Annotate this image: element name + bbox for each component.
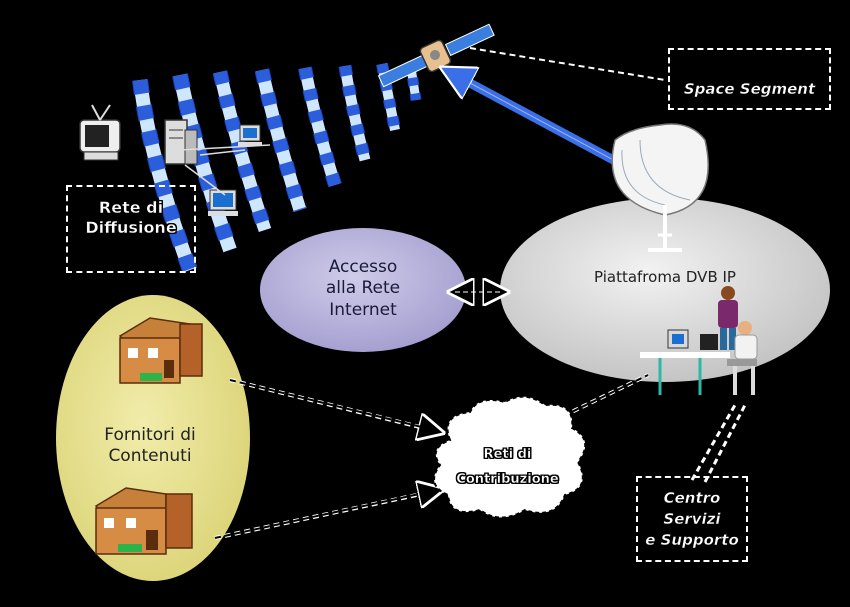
- space-segment-connector: [469, 47, 666, 81]
- diffusione-network-lines: [179, 144, 271, 196]
- fornitori-label: Fornitori di Contenuti: [104, 425, 196, 467]
- satellite-dish-icon: [611, 123, 709, 252]
- space-segment-label: Space Segment: [683, 80, 816, 98]
- workstation-icon: [640, 329, 730, 395]
- accesso-ellipse: [260, 228, 466, 352]
- centro-link-1: [690, 404, 737, 481]
- computer-icon: [238, 124, 262, 146]
- accesso-label: Accesso alla Rete Internet: [325, 257, 401, 320]
- centro-link-2: [703, 404, 747, 483]
- centro-box: [636, 476, 748, 562]
- centro-label: Centro Servizi e Supporto: [645, 489, 739, 549]
- house-icon: [118, 317, 203, 384]
- cloud-icon: [433, 395, 587, 519]
- piattaforma-label: Piattafroma DVB IP: [594, 268, 736, 286]
- rete-diffusione-box: [66, 185, 196, 273]
- tv-icon: [79, 104, 121, 161]
- reti-contribuzione-label: Reti di Contribuzione: [456, 447, 559, 487]
- satellite-icon: [377, 23, 495, 88]
- space-segment-box: [668, 48, 831, 110]
- house-icon: [94, 487, 193, 555]
- person-icon: [727, 321, 758, 395]
- computer-icon: [208, 189, 238, 216]
- person-icon: [718, 286, 738, 350]
- server-icon: [164, 119, 198, 165]
- rete-diffusione-label: Rete di Diffusione: [85, 198, 177, 237]
